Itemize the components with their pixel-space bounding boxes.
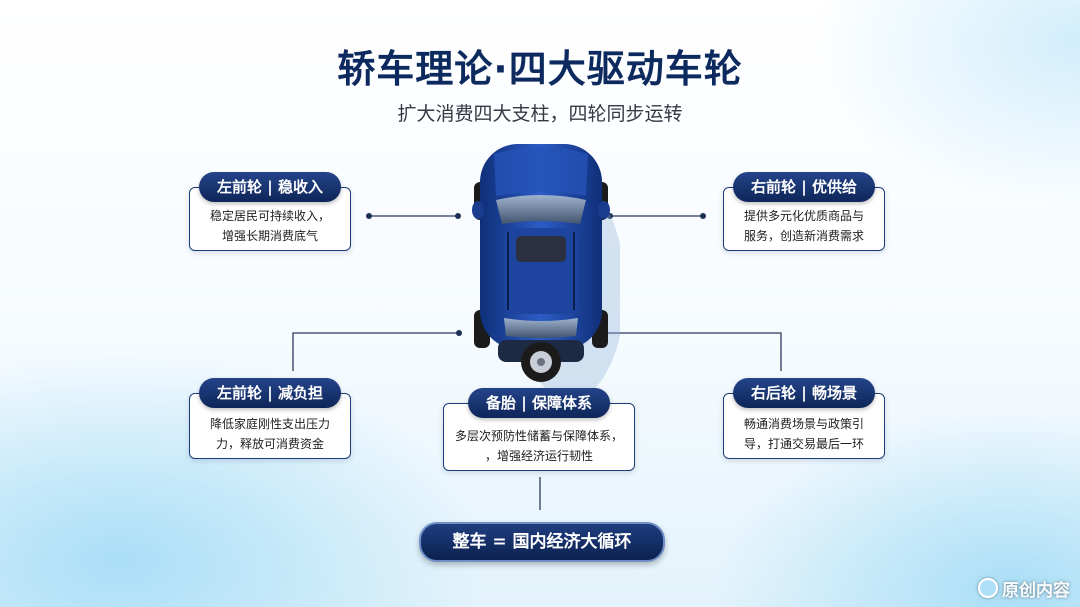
desc-line: 畅通消费场景与政策引 bbox=[743, 417, 864, 431]
card-right-front-wheel: 右前轮 | 优供给 提供多元化优质商品与 服务，创造新消费需求 bbox=[723, 172, 885, 251]
connector-dot bbox=[456, 330, 462, 336]
card-spare-tire: 备胎 | 保障体系 多层次预防性储蓄与保障体系， ，增强经济运行韧性 bbox=[443, 388, 635, 471]
desc-line: 服务，创造新消费需求 bbox=[743, 229, 864, 243]
card-right-front-desc: 提供多元化优质商品与 服务，创造新消费需求 bbox=[724, 188, 884, 246]
circle-badge-icon bbox=[978, 578, 998, 598]
connector-left-rear bbox=[292, 332, 459, 371]
desc-line: 增强长期消费底气 bbox=[221, 229, 318, 243]
connector-dot bbox=[455, 213, 461, 219]
card-left-rear-wheel: 左前轮 | 减负担 降低家庭刚性支出压力 力，释放可消费资金 bbox=[189, 378, 351, 459]
card-spare-label: 备胎 | 保障体系 bbox=[468, 388, 610, 418]
card-right-rear-label: 右后轮 | 畅场景 bbox=[733, 378, 875, 408]
card-left-front-desc: 稳定居民可持续收入， 增强长期消费底气 bbox=[190, 188, 350, 246]
desc-line: 多层次预防性储蓄与保障体系， bbox=[454, 429, 623, 443]
diagram-subtitle: 扩大消费四大支柱，四轮同步运转 bbox=[397, 103, 683, 125]
card-right-rear-wheel: 右后轮 | 畅场景 畅通消费场景与政策引 导，打通交易最后一环 bbox=[723, 378, 885, 459]
desc-line: 提供多元化优质商品与 bbox=[743, 209, 864, 223]
watermark: 原创内容 bbox=[978, 576, 1070, 601]
card-left-rear-label: 左前轮 | 减负担 bbox=[199, 378, 341, 408]
connector-right-rear bbox=[604, 332, 782, 371]
card-right-rear-desc: 畅通消费场景与政策引 导，打通交易最后一环 bbox=[724, 394, 884, 454]
watermark-text: 原创内容 bbox=[1002, 581, 1070, 601]
desc-line: 力，释放可消费资金 bbox=[215, 437, 324, 451]
card-spare-desc: 多层次预防性储蓄与保障体系， ，增强经济运行韧性 bbox=[444, 404, 634, 466]
card-left-front-label: 左前轮 | 稳收入 bbox=[199, 172, 341, 202]
desc-line: 降低家庭刚性支出压力 bbox=[209, 417, 330, 431]
connector-dot bbox=[366, 213, 372, 219]
car-icon bbox=[472, 144, 620, 400]
connector-dot bbox=[700, 213, 706, 219]
card-right-front-label: 右前轮 | 优供给 bbox=[733, 172, 875, 202]
desc-line: ，增强经济运行韧性 bbox=[484, 449, 593, 463]
whole-car-banner: 整车 = 国内经济大循环 bbox=[419, 522, 665, 562]
desc-line: 稳定居民可持续收入， bbox=[209, 209, 330, 223]
desc-line: 导，打通交易最后一环 bbox=[743, 437, 864, 451]
card-left-rear-desc: 降低家庭刚性支出压力 力，释放可消费资金 bbox=[190, 394, 350, 454]
card-left-front-wheel: 左前轮 | 稳收入 稳定居民可持续收入， 增强长期消费底气 bbox=[189, 172, 351, 251]
diagram-title: 轿车理论·四大驱动车轮 bbox=[337, 47, 743, 91]
